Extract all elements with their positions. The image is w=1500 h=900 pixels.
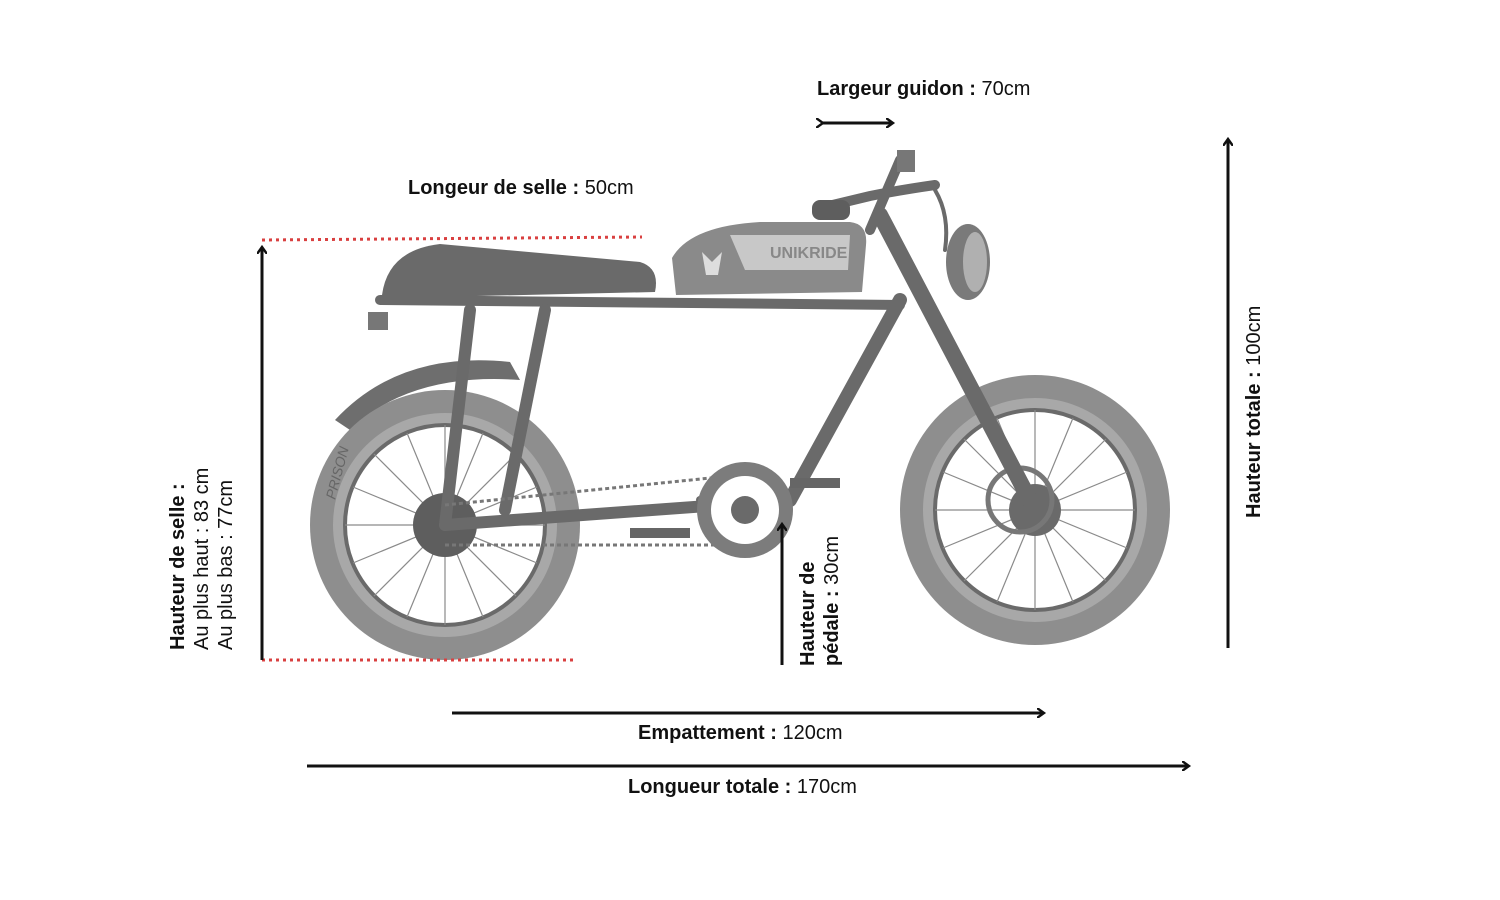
battery-tank: UNIKRIDE [672,222,867,295]
seat [382,244,656,298]
total-height-title: Hauteur totale : [1243,371,1265,518]
wheelbase-label: Empattement : 120cm [638,723,843,743]
handlebar [815,155,949,252]
seat-length-label: Longeur de selle : 50cm [408,178,634,198]
chain [444,473,741,547]
pedal-height-label: Hauteur de pédale : 30cm [796,536,844,666]
seat-height-title: Hauteur de selle : [167,483,189,650]
rear-fender [335,360,520,430]
brand-logo-text: UNIKRIDE [770,245,848,262]
handlebar-width-label: Largeur guidon : 70cm [817,79,1030,99]
bike-frame [375,207,1043,531]
seat-height-max: Au plus haut : 83 cm [191,467,213,650]
fox-logo-icon [702,252,722,275]
seat-height-min: Au plus bas : 77cm [215,479,237,650]
total-length-title: Longueur totale : [628,776,792,798]
handlebar-width-title: Largeur guidon : [817,78,976,100]
pedal [630,528,690,538]
pedal [790,478,840,488]
total-length-value: 170cm [791,776,857,798]
total-length-label: Longueur totale : 170cm [628,777,857,797]
total-height-label: Hauteur totale : 100cm [1243,305,1265,518]
seat-length-value: 50cm [579,177,634,199]
bike-illustration: PRISON [310,150,1170,660]
wheelbase-title: Empattement : [638,722,777,744]
handlebar-width-value: 70cm [975,78,1031,100]
rear-light [368,312,388,330]
seat-height-label: Hauteur de selle : Au plus haut : 83 cm … [166,468,238,650]
pedal-height-title-1: Hauteur de [797,561,819,666]
pedal-height-title-2: pédale : [821,590,843,666]
handlebar-grip [812,200,850,220]
pedal-height-value: 30cm [821,535,843,591]
display-unit [897,150,915,172]
seat-length-title: Longeur de selle : [408,177,580,199]
total-height-value: 100cm [1243,305,1265,372]
dimension-markings [262,123,1228,766]
wheelbase-value: 120cm [776,722,843,744]
seat-top-guide-line [261,235,643,242]
headlight [946,224,990,300]
chainring [697,462,793,558]
